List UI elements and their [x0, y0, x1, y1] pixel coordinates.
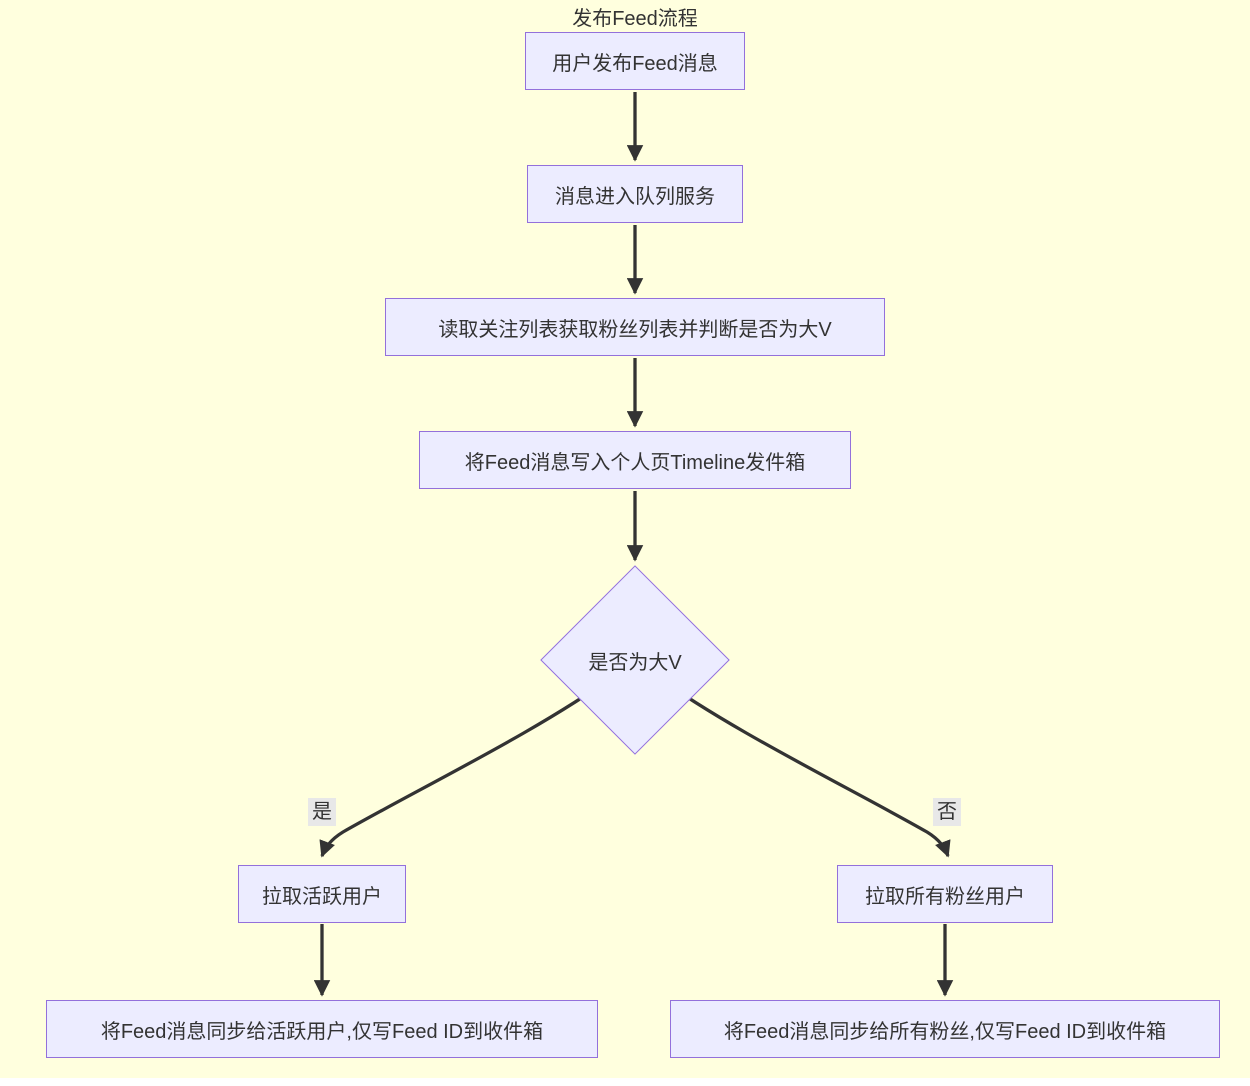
edge-label-no: 否: [933, 798, 961, 826]
decision-label: 是否为大V: [588, 651, 682, 674]
node-write-timeline-outbox: 将Feed消息写入个人页Timeline发件箱: [419, 431, 851, 489]
edge-decision-no: [654, 673, 951, 858]
node-sync-to-active-users: 将Feed消息同步给活跃用户,仅写Feed ID到收件箱: [46, 1000, 598, 1058]
node-user-publish-feed: 用户发布Feed消息: [525, 32, 745, 90]
node-pull-active-users: 拉取活跃用户: [238, 865, 406, 923]
edge-decision-yes: [319, 673, 616, 858]
diagram-title: 发布Feed流程: [572, 8, 698, 30]
node-pull-all-fans: 拉取所有粉丝用户: [837, 865, 1053, 923]
node-message-queue-service: 消息进入队列服务: [527, 165, 743, 223]
node-sync-to-all-fans: 将Feed消息同步给所有粉丝,仅写Feed ID到收件箱: [670, 1000, 1220, 1058]
node-decision-is-big-v: 是否为大V: [539, 564, 731, 756]
node-read-follow-list: 读取关注列表获取粉丝列表并判断是否为大V: [385, 298, 885, 356]
edge-label-yes: 是: [308, 798, 336, 826]
